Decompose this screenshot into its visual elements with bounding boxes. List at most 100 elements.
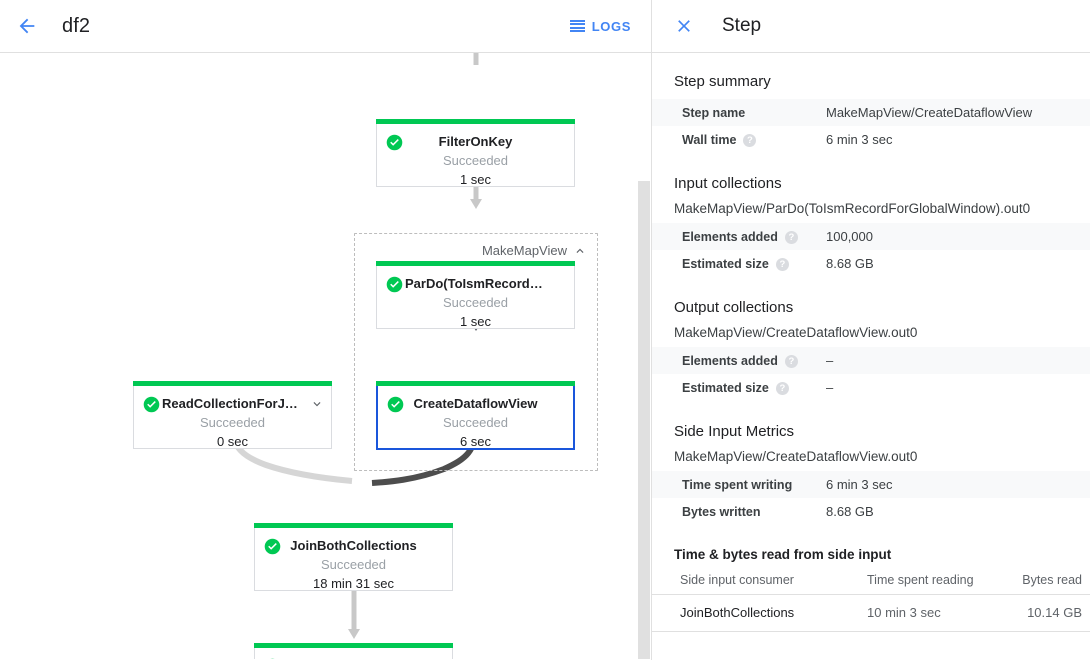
row-key-label: Step name — [682, 105, 746, 120]
logs-lines-icon — [569, 19, 585, 33]
side-input-collection-name: MakeMapView/CreateDataflowView.out0 — [674, 449, 918, 464]
graph-node-create-dataflow-view[interactable]: CreateDataflowView Succeeded 6 sec — [376, 381, 575, 450]
output-collections-table: Elements added? – Estimated size? – — [652, 347, 1090, 401]
step-panel-title: Step — [722, 15, 762, 36]
table-header-row: Side input consumer Time spent reading B… — [652, 568, 1090, 595]
cell-time-spent-reading: 10 min 3 sec — [867, 594, 987, 632]
table-row: Estimated size? – — [652, 374, 1090, 401]
close-icon — [678, 20, 690, 32]
node-status-stripe — [376, 261, 575, 266]
node-status: Succeeded — [320, 557, 387, 572]
help-icon[interactable]: ? — [784, 230, 798, 244]
check-circle-icon — [387, 396, 404, 413]
side-input-metrics-table: Time spent writing 6 min 3 sec Bytes wri… — [652, 471, 1090, 525]
node-duration: 0 sec — [216, 434, 249, 449]
table-row: Bytes written 8.68 GB — [652, 498, 1090, 525]
row-key-label: Estimated size — [682, 256, 769, 271]
job-graph-pane: df2 LOGS — [0, 0, 652, 660]
row-key: Estimated size? — [652, 250, 822, 277]
table-row: Step name MakeMapView/CreateDataflowView — [652, 99, 1090, 126]
node-status-stripe — [254, 643, 453, 648]
graph-node-read-collection-for-join[interactable]: ReadCollectionForJoin Succeeded 0 sec — [133, 381, 332, 449]
graph-node-pardo-toismrecordfor[interactable]: ParDo(ToIsmRecordFor… Succeeded 1 sec — [376, 261, 575, 329]
check-circle-icon — [264, 538, 281, 555]
input-collections-table: Elements added? 100,000 Estimated size? … — [652, 223, 1090, 277]
chevron-up-icon — [576, 248, 584, 253]
logs-button[interactable]: LOGS — [566, 13, 635, 40]
row-key-label: Time spent writing — [682, 477, 793, 492]
row-value: 8.68 GB — [826, 504, 874, 519]
help-icon[interactable]: ? — [743, 133, 757, 147]
help-icon[interactable]: ? — [775, 257, 789, 271]
input-collection-name: MakeMapView/ParDo(ToIsmRecordForGlobalWi… — [674, 201, 1031, 216]
back-button[interactable] — [10, 9, 44, 43]
node-status-stripe — [376, 119, 575, 124]
node-name: ParDo(ToIsmRecordFor… — [405, 276, 564, 291]
step-panel-body: Step summary Step name MakeMapView/Creat… — [652, 53, 1090, 660]
node-status-stripe — [133, 381, 332, 386]
step-panel-header: Step — [652, 0, 1090, 53]
side-input-read-heading: Time & bytes read from side input — [674, 547, 892, 562]
close-panel-button[interactable] — [666, 8, 702, 44]
chevron-down-icon[interactable] — [310, 397, 324, 411]
group-label-text: MakeMapView — [481, 243, 567, 258]
node-duration: 1 sec — [459, 172, 492, 187]
node-name: ReadCollectionForJoin — [162, 396, 305, 411]
output-collection-name: MakeMapView/CreateDataflowView.out0 — [674, 325, 918, 340]
group-box-makemapview: MakeMapView — [354, 233, 598, 471]
job-title: df2 — [62, 14, 91, 37]
row-value: – — [826, 380, 834, 395]
row-value: 100,000 — [826, 229, 873, 244]
logs-button-label: LOGS — [591, 18, 631, 34]
graph-node-filter-on-key[interactable]: FilterOnKey Succeeded 1 sec — [376, 119, 575, 187]
column-header-side-input-consumer: Side input consumer — [652, 568, 867, 595]
row-key-label: Estimated size — [682, 380, 769, 395]
group-collapse-toggle[interactable]: MakeMapView — [482, 243, 587, 258]
node-duration: 6 sec — [459, 434, 492, 449]
row-value: 6 min 3 sec — [826, 132, 893, 147]
check-circle-icon — [143, 396, 160, 413]
row-value: 8.68 GB — [826, 256, 874, 271]
table-row: Wall time? 6 min 3 sec — [652, 126, 1090, 153]
node-status: Succeeded — [442, 295, 509, 310]
arrow-left-icon — [19, 18, 35, 34]
check-circle-icon — [386, 134, 403, 151]
node-status: Succeeded — [199, 415, 266, 430]
row-key: Wall time? — [652, 126, 822, 153]
help-icon[interactable]: ? — [784, 354, 798, 368]
column-header-time-spent-reading: Time spent reading — [867, 568, 987, 595]
row-value: MakeMapView/CreateDataflowView — [826, 105, 1033, 120]
node-name: CreateDataflowView — [413, 396, 538, 411]
row-key-label: Elements added — [682, 353, 778, 368]
cell-side-input-consumer: JoinBothCollections — [652, 594, 867, 632]
node-name: JoinBothCollections — [290, 538, 417, 553]
row-key: Elements added? — [652, 347, 822, 374]
row-key: Estimated size? — [652, 374, 822, 401]
table-row: Elements added? – — [652, 347, 1090, 374]
node-status-stripe — [376, 381, 575, 386]
node-status: Succeeded — [442, 153, 509, 168]
node-duration: 18 min 31 sec — [313, 576, 394, 591]
graph-node-output-the-joined-collec[interactable]: OutputTheJoinedCollec… Succeeded 18 sec — [254, 643, 453, 659]
row-key: Elements added? — [652, 223, 822, 250]
graph-node-join-both-collections[interactable]: JoinBothCollections Succeeded 18 min 31 … — [254, 523, 453, 591]
graph-vertical-scrollbar[interactable] — [638, 181, 650, 659]
row-key: Step name — [652, 99, 822, 126]
node-name: FilterOnKey — [438, 134, 513, 149]
step-summary-table: Step name MakeMapView/CreateDataflowView… — [652, 99, 1090, 153]
row-key-label: Bytes written — [682, 504, 761, 519]
row-key-label: Elements added — [682, 229, 778, 244]
table-row: Estimated size? 8.68 GB — [652, 250, 1090, 277]
top-bar: df2 LOGS — [0, 0, 651, 53]
node-name: OutputTheJoinedCollec… — [265, 657, 442, 659]
help-icon[interactable]: ? — [775, 381, 789, 395]
input-collections-heading: Input collections — [674, 175, 782, 192]
row-key: Time spent writing — [652, 471, 822, 498]
output-collections-heading: Output collections — [674, 299, 794, 316]
table-row: Elements added? 100,000 — [652, 223, 1090, 250]
row-value: 6 min 3 sec — [826, 477, 893, 492]
graph-canvas[interactable]: MakeMapView FilterOnKey Succeeded 1 se — [0, 53, 651, 659]
node-status-stripe — [254, 523, 453, 528]
row-value: – — [826, 353, 834, 368]
